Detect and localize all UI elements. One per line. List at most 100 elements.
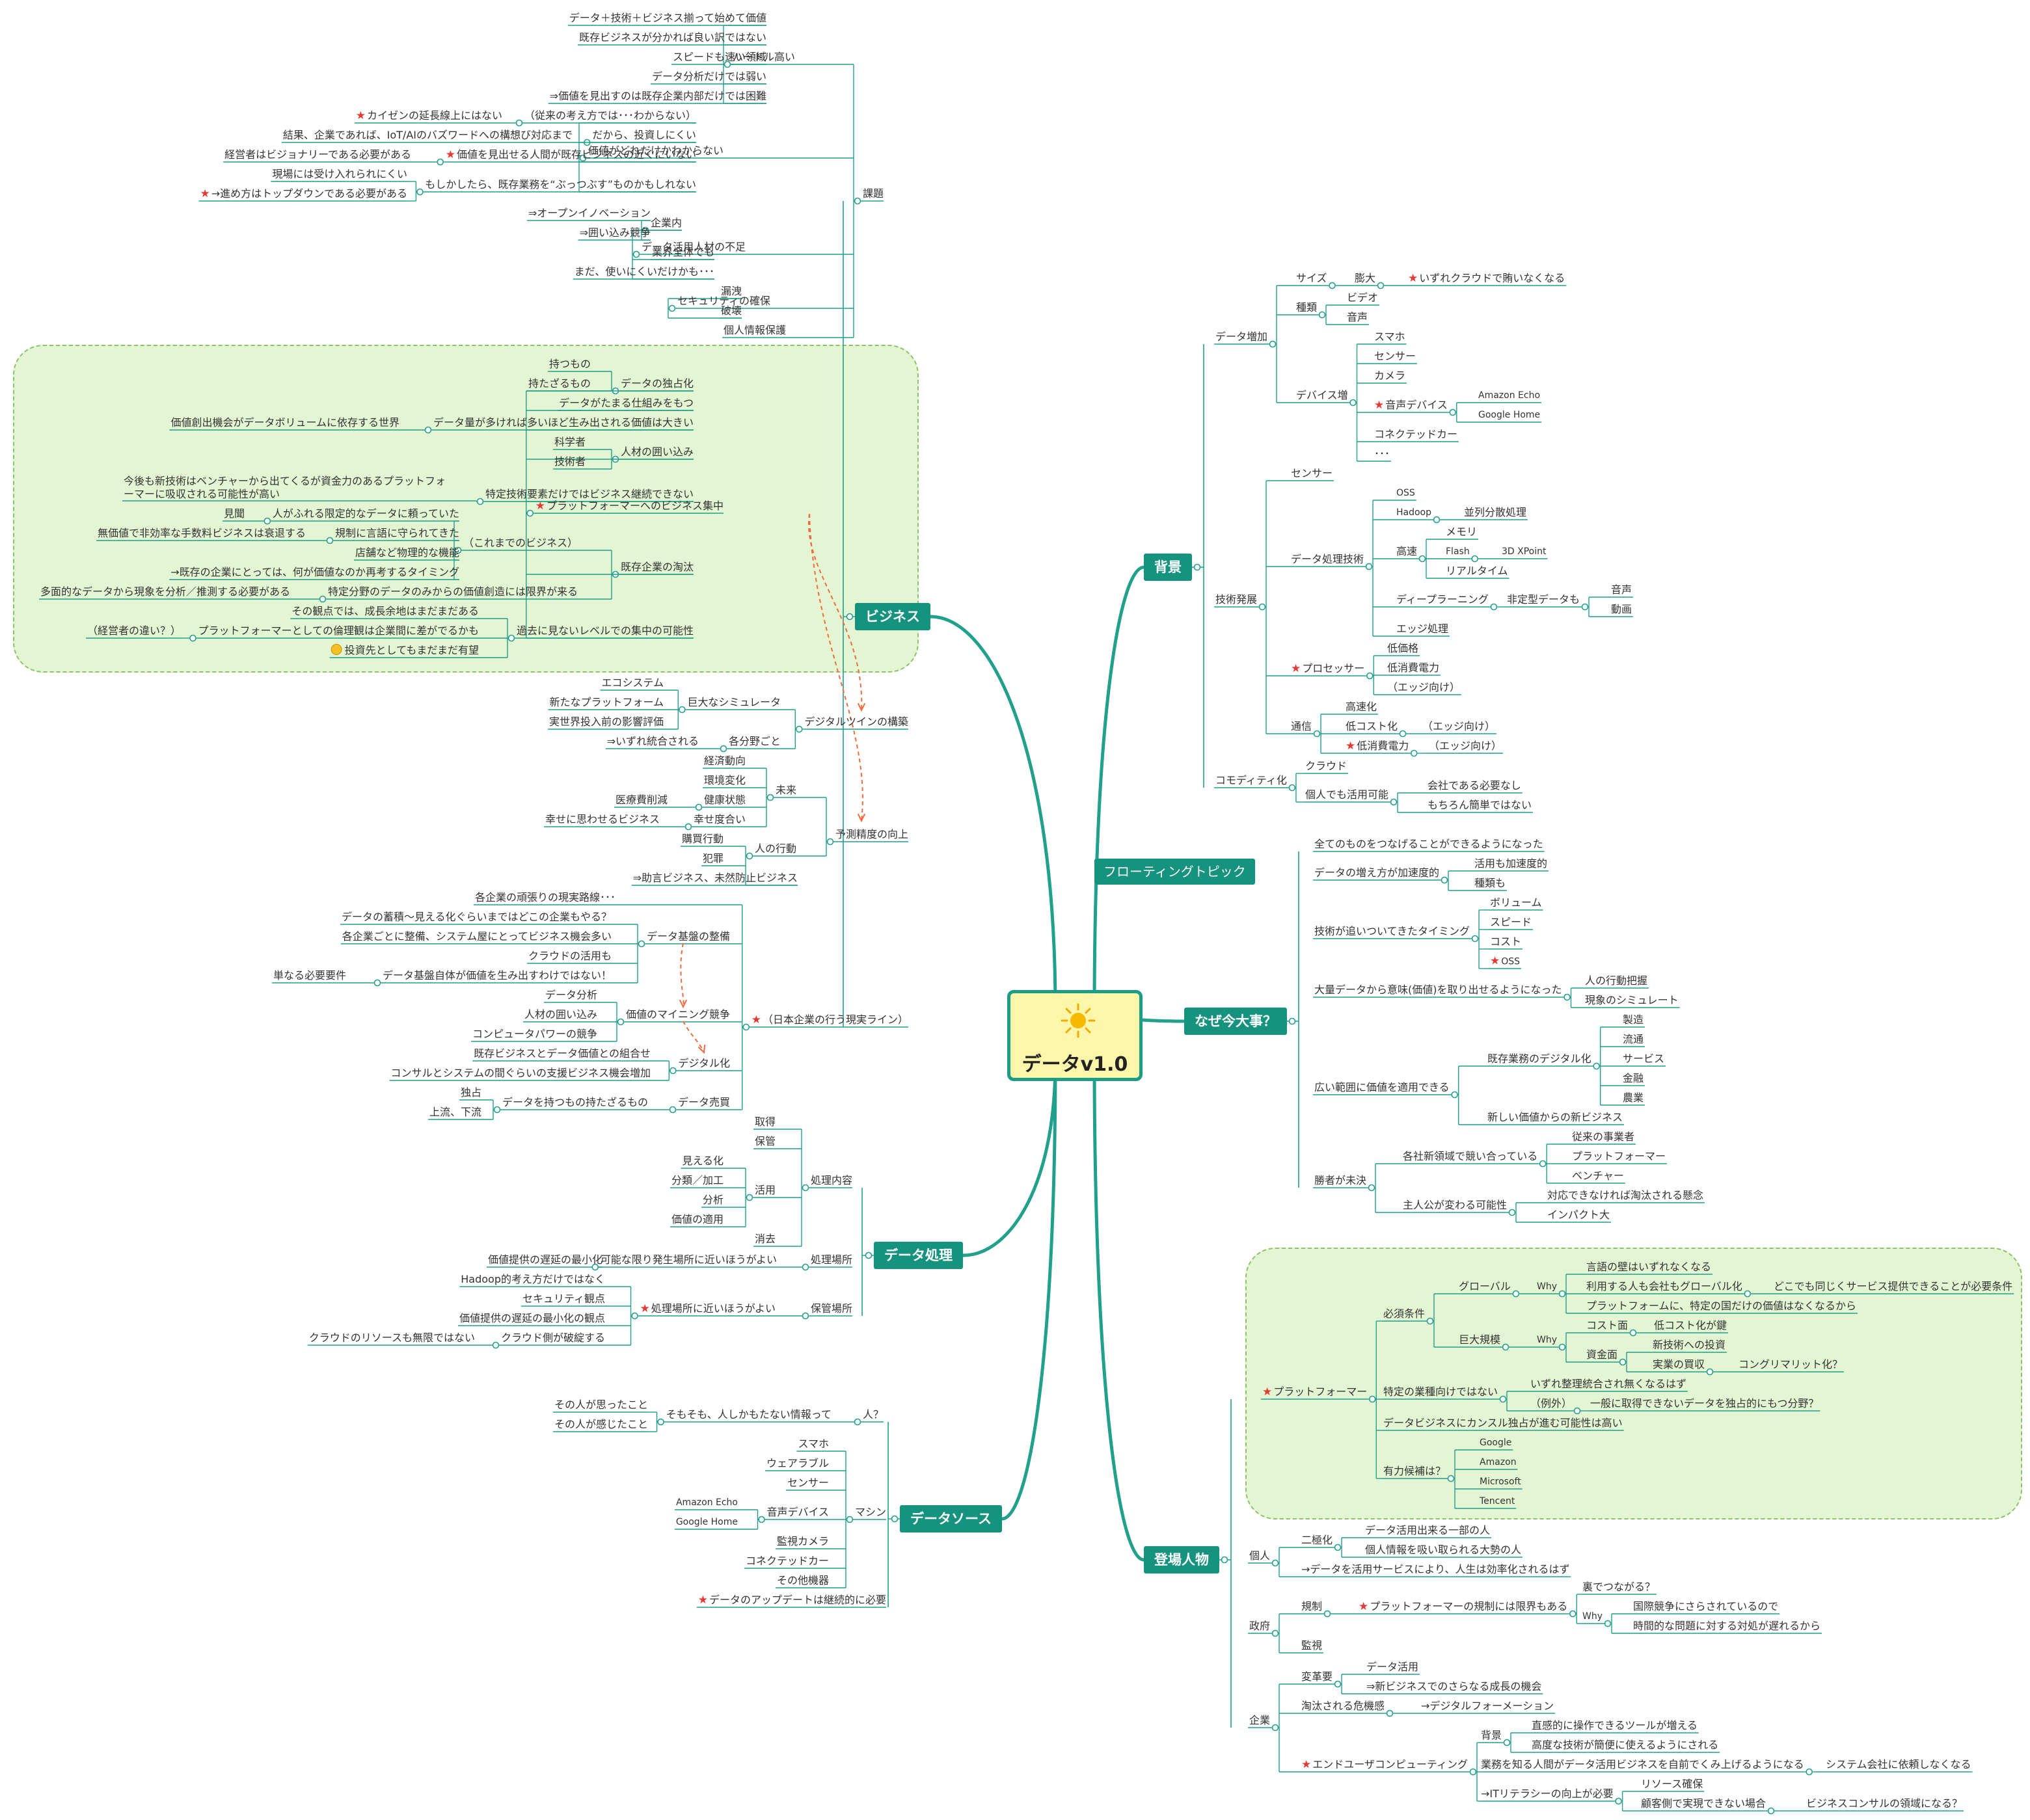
topic-node[interactable]: 非定型データも [1507, 593, 1580, 606]
topic-node[interactable]: もちろん簡単ではない [1428, 799, 1532, 812]
expand-toggle[interactable] [1426, 1317, 1434, 1325]
topic-node[interactable]: 漏洩 [721, 285, 742, 298]
topic-node[interactable]: ⇒いずれ統合される [607, 735, 699, 748]
topic-node[interactable]: Microsoft [1480, 1475, 1521, 1488]
expand-toggle[interactable] [631, 1312, 638, 1320]
expand-toggle[interactable] [720, 745, 727, 753]
expand-toggle[interactable] [1318, 311, 1326, 319]
topic-node[interactable]: ボリューム [1490, 896, 1542, 909]
expand-toggle[interactable] [1539, 1160, 1547, 1168]
topic-node[interactable]: グローバル [1459, 1280, 1511, 1293]
topic-node[interactable]: ★いずれクラウドで賄いなくなる [1408, 272, 1565, 285]
topic-node[interactable]: 消去 [755, 1233, 776, 1246]
expand-toggle[interactable] [684, 823, 692, 831]
topic-node[interactable]: 健康状態 [704, 794, 746, 807]
expand-toggle[interactable] [476, 498, 484, 505]
topic-node[interactable]: ★低消費電力 [1346, 740, 1409, 753]
topic-node[interactable]: ★処理場所に近いほうがよい [640, 1302, 776, 1315]
topic-node[interactable]: 裏でつながる？ [1582, 1581, 1655, 1594]
expand-toggle[interactable] [1581, 603, 1589, 611]
topic-node[interactable]: 現場には受け入れられにくい [272, 168, 407, 181]
expand-toggle[interactable] [891, 1515, 899, 1523]
topic-node[interactable]: 音声 [1347, 311, 1368, 324]
expand-toggle[interactable] [1390, 798, 1398, 806]
topic-node[interactable]: 全てのものをつなげることができるようになった [1314, 838, 1543, 851]
topic-node[interactable]: どこでも同じくサービス提供できることが必要条件 [1774, 1280, 2012, 1293]
topic-node[interactable]: デジタル化 [678, 1057, 730, 1070]
topic-node[interactable]: 新しい価値からの新ビジネス [1487, 1111, 1623, 1124]
expand-toggle[interactable] [326, 537, 334, 544]
topic-node[interactable]: 保管場所 [811, 1302, 852, 1315]
topic-node[interactable]: Why [1537, 1333, 1557, 1346]
topic-node[interactable]: 見える化 [682, 1155, 724, 1168]
expand-toggle[interactable] [1271, 1629, 1279, 1637]
topic-node[interactable]: 技術発展 [1215, 593, 1257, 606]
expand-toggle[interactable] [1615, 1797, 1622, 1805]
topic-node[interactable]: 人がふれる限定的なデータに頼っていた [273, 507, 459, 520]
expand-toggle[interactable] [1258, 603, 1266, 611]
central-topic[interactable]: データv1.0 [1007, 990, 1143, 1081]
topic-node[interactable]: 人の行動把握 [1585, 974, 1647, 987]
topic-node[interactable]: 既存業務のデジタル化 [1487, 1052, 1591, 1065]
expand-toggle[interactable] [846, 613, 854, 621]
topic-node[interactable]: Amazon [1480, 1456, 1517, 1469]
topic-node[interactable]: 既存ビジネスが分かれば良い訳ではない [579, 31, 766, 44]
topic-node[interactable]: スマホ [1374, 330, 1405, 343]
topic-node[interactable]: クラウドのリソースも無限ではない [309, 1332, 475, 1345]
expand-toggle[interactable] [319, 595, 327, 603]
expand-toggle[interactable] [264, 517, 271, 525]
expand-toggle[interactable] [802, 1184, 809, 1192]
topic-node[interactable]: 背景 [1481, 1729, 1502, 1742]
topic-node[interactable]: ★音声デバイス [1374, 399, 1448, 412]
topic-node[interactable]: 各企業の頑張りの現実路線･･･ [475, 891, 616, 904]
topic-node[interactable]: 分析 [703, 1194, 724, 1207]
topic-node[interactable]: ★プラットフォーマーへのビジネス集中 [535, 500, 724, 513]
topic-node[interactable]: コモディティ化 [1215, 774, 1287, 787]
floating-topic[interactable]: フローティングトピック [1094, 859, 1255, 885]
topic-node[interactable]: 犯罪 [703, 852, 724, 865]
expand-toggle[interactable] [1334, 1680, 1342, 1688]
topic-node[interactable]: スマホ [798, 1438, 829, 1451]
topic-node[interactable]: ★プラットフォーマーの規制には限界もある [1359, 1600, 1567, 1613]
topic-node[interactable]: 動画 [1611, 603, 1632, 616]
topic-node[interactable]: 勝者が未決 [1314, 1174, 1366, 1187]
expand-toggle[interactable] [1508, 1209, 1516, 1216]
topic-node[interactable]: マシン [855, 1506, 886, 1519]
topic-node[interactable]: 無価値で非効率な手数料ビジネスは衰退する [98, 527, 306, 540]
topic-node[interactable]: 店舗など物理的な機能 [355, 546, 459, 559]
topic-node[interactable]: 人の行動 [755, 842, 796, 855]
topic-node[interactable]: データ基盤の整備 [647, 930, 730, 943]
topic-node[interactable]: 監視カメラ [777, 1535, 829, 1548]
topic-node[interactable]: ･･･ [1374, 448, 1390, 461]
expand-toggle[interactable] [679, 706, 686, 714]
topic-node[interactable]: 特定の業種向けではない [1383, 1385, 1498, 1398]
topic-node[interactable]: データ活用 [1366, 1661, 1418, 1674]
topic-node[interactable]: 未来 [776, 784, 796, 797]
expand-toggle[interactable] [493, 1106, 501, 1114]
topic-node[interactable]: ⇒オープンイノベーション [528, 207, 651, 220]
topic-node[interactable]: （経営者の違い？） [87, 624, 181, 637]
expand-toggle[interactable] [1410, 749, 1418, 757]
expand-toggle[interactable] [1329, 282, 1336, 289]
topic-node[interactable]: 企業内 [651, 217, 682, 230]
topic-node[interactable]: セキュリティ観点 [522, 1292, 605, 1305]
topic-node[interactable]: プラットフォーマーとしての倫理観は企業間に差がでるかも [198, 624, 479, 637]
expand-toggle[interactable] [454, 546, 462, 554]
topic-node[interactable]: →データを活用サービスにより、人生は効率化されるはず [1301, 1563, 1569, 1576]
expand-toggle[interactable] [1499, 1395, 1507, 1403]
topic-node[interactable]: →デジタルフォーメーション [1421, 1700, 1554, 1713]
topic-node[interactable]: 巨大規模 [1459, 1333, 1500, 1346]
topic-node[interactable]: 価値提供の遅延の最小化の観点 [459, 1312, 605, 1325]
topic-node[interactable]: 国際競争にさらされているので [1633, 1600, 1778, 1613]
topic-node[interactable]: データ＋技術＋ビジネス揃って始めて価値 [569, 12, 766, 25]
topic-node[interactable]: プラットフォームに、特定の国だけの価値はなくなるから [1586, 1300, 1856, 1313]
topic-node[interactable]: エコシステム [601, 676, 664, 689]
topic-node[interactable]: （これまでのビジネス） [463, 537, 578, 550]
topic-node[interactable]: 既存企業の淘汰 [621, 561, 694, 574]
topic-node[interactable]: 人材の囲い込み [524, 1008, 597, 1021]
topic-node[interactable]: 高速化 [1346, 701, 1377, 714]
topic-node[interactable]: 今後も新技術はベンチャーから出てくるが資金力のあるプラットフォーマーに吸収される… [124, 475, 449, 501]
topic-node[interactable]: 価値提供の遅延の最小化 [488, 1253, 602, 1266]
expand-toggle[interactable] [1806, 1768, 1813, 1776]
topic-node[interactable]: 可能な限り発生場所に近いほうがよい [601, 1253, 777, 1266]
